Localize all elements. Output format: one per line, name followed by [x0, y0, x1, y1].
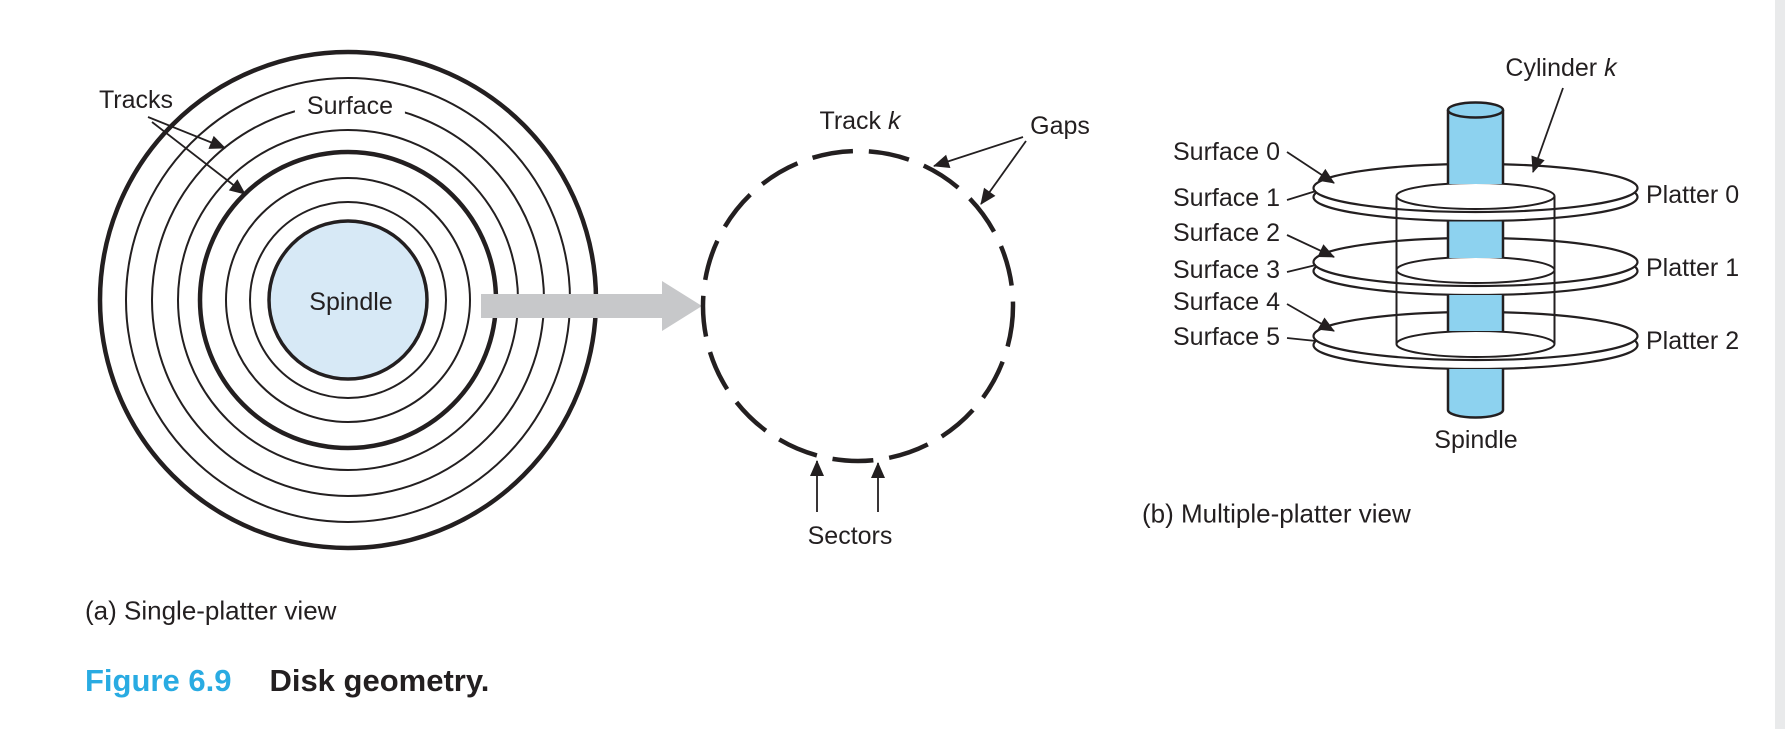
surface-pointer-lines [1286, 151, 1335, 342]
spindle-label-bottom: Spindle [1434, 425, 1518, 454]
surface-3-label: Surface 3 [1172, 255, 1280, 284]
page-edge-strip [1775, 0, 1785, 729]
surface-1-label: Surface 1 [1172, 183, 1280, 212]
figure-number: Figure 6.9 [85, 663, 232, 698]
platter-2-label: Platter 2 [1646, 326, 1740, 355]
track-k-label-text: Track [819, 106, 889, 135]
platter-0-label: Platter 0 [1646, 180, 1740, 209]
surface-5-label: Surface 5 [1172, 322, 1280, 351]
surface-4-label: Surface 4 [1172, 287, 1280, 316]
surface-2-label: Surface 2 [1172, 218, 1280, 247]
tracks-pointer-arrows [147, 116, 246, 195]
spindle-circle [267, 219, 429, 381]
spindle-label: Spindle [309, 287, 393, 316]
sectors-label: Sectors [807, 521, 893, 550]
caption-multiple-platter: (b) Multiple-platter view [1142, 498, 1411, 529]
dashed-track-circle [700, 148, 1016, 464]
track-k-label: Track k [819, 108, 900, 134]
spindle-bottom-cap [1446, 369, 1505, 419]
gaps-label: Gaps [1030, 111, 1090, 140]
caption-single-platter: (a) Single-platter view [85, 595, 337, 626]
spindle-shaft [1446, 101, 1505, 419]
cylinder-k-pointer-arrow [1531, 87, 1564, 173]
surface-label: Surface [294, 93, 406, 119]
platter-disks [1312, 162, 1639, 371]
sectors-pointer-arrows [810, 460, 885, 512]
track-k-variable: k [888, 106, 901, 135]
platter-1-label: Platter 1 [1646, 253, 1740, 282]
surface-0-label: Surface 0 [1172, 137, 1280, 166]
gaps-pointer-arrows [933, 136, 1027, 205]
track-circle [225, 177, 471, 423]
zoom-arrow [481, 281, 702, 331]
cylinder-k-label: Cylinder k [1505, 55, 1616, 81]
figure-caption: Figure 6.9 Disk geometry. [85, 663, 489, 699]
spindle-top-cap [1446, 101, 1505, 119]
track-circle [249, 201, 447, 399]
cylinder-k-variable: k [1604, 53, 1617, 82]
figure-title: Disk geometry. [269, 663, 490, 698]
tracks-label: Tracks [98, 85, 174, 114]
single-platter-circles [97, 49, 599, 551]
cylinder-k-label-text: Cylinder [1505, 53, 1605, 82]
